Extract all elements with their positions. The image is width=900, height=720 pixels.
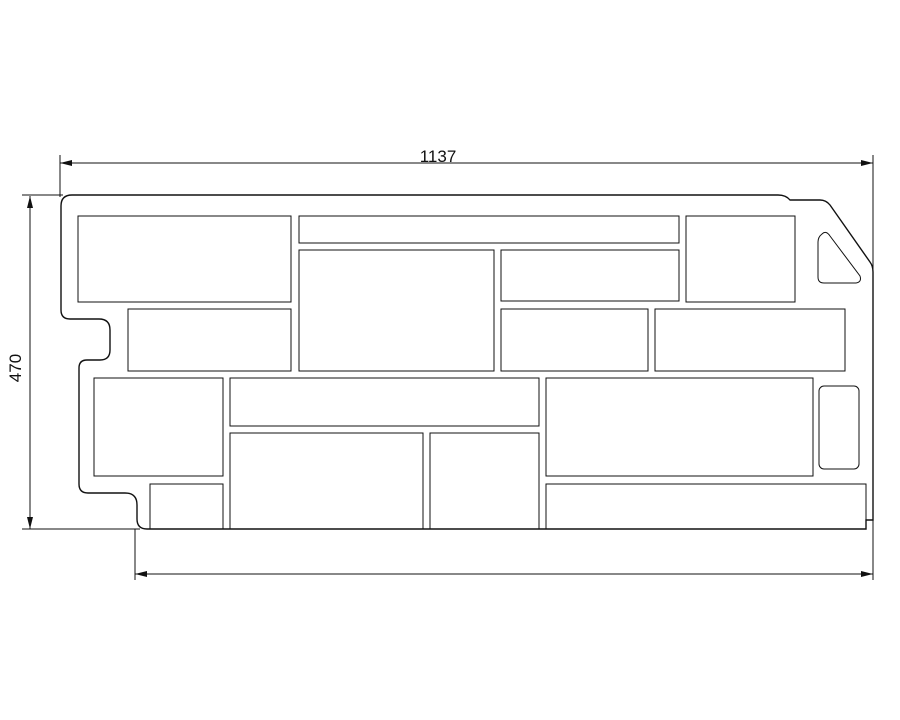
width-dimension-label: 1137	[420, 147, 457, 166]
stone-block	[685, 215, 796, 303]
stone-block	[545, 483, 867, 530]
stone-block	[654, 308, 846, 372]
stone-block	[429, 432, 540, 530]
height-arrow-bottom	[27, 517, 33, 529]
bottom-dimension	[134, 529, 873, 580]
height-dimension: 470	[6, 194, 140, 530]
stone-block	[149, 483, 224, 530]
width-arrow-left	[60, 160, 72, 166]
stone-block	[545, 377, 814, 477]
stone-block	[229, 432, 424, 530]
stone-block	[229, 377, 540, 427]
stone-triangle	[817, 231, 861, 284]
stone-block	[298, 249, 495, 372]
stone-block	[93, 377, 224, 477]
stone-block-rounded	[818, 385, 860, 470]
width-arrow-right	[861, 160, 873, 166]
stone-block	[77, 215, 292, 303]
stone-block	[298, 215, 680, 244]
stone-block	[500, 249, 680, 302]
stone-block	[500, 308, 649, 372]
height-arrow-top	[27, 196, 33, 208]
stone-block	[127, 308, 292, 372]
panel-stones	[77, 215, 867, 530]
bottom-arrow-left	[135, 571, 147, 577]
panel-outline	[60, 194, 874, 530]
bottom-arrow-right	[861, 571, 873, 577]
width-dimension: 1137	[59, 147, 874, 580]
height-dimension-label: 470	[6, 354, 25, 382]
